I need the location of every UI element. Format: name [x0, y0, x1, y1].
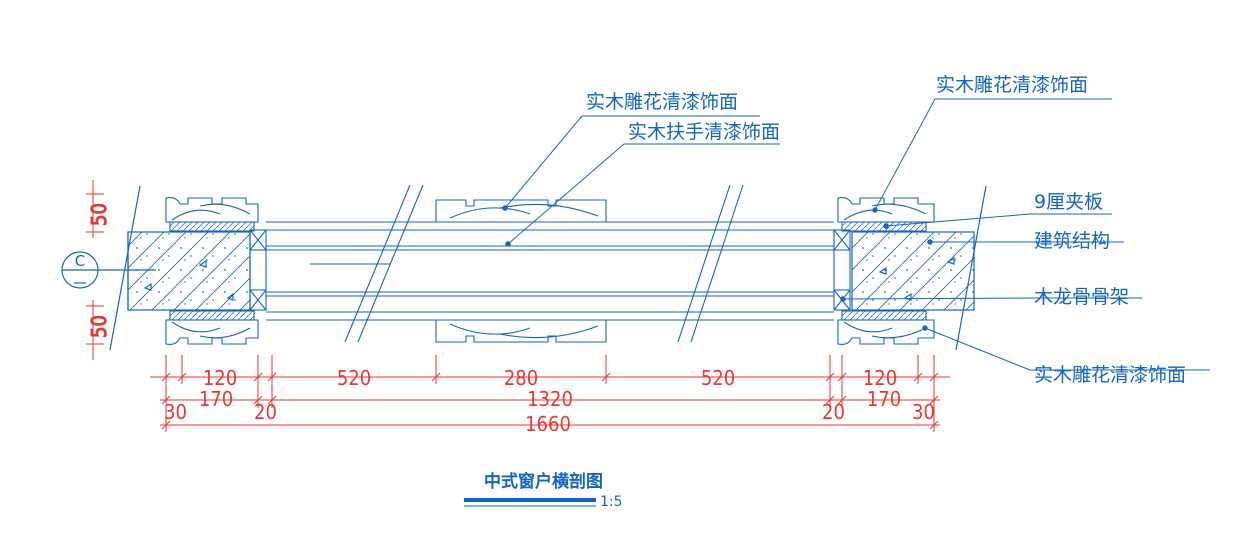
handrail-profile [266, 184, 834, 343]
wall-structure [109, 185, 987, 351]
dim-left-top: 50 [87, 203, 111, 226]
label-plywood: 9厘夹板 [1034, 191, 1103, 213]
horizontal-dimensions [150, 355, 950, 432]
drawing-title: 中式窗户横剖图 1:5 [464, 471, 623, 510]
label-carved-top-right: 实木雕花清漆饰面 [936, 74, 1088, 96]
right-concrete-block [851, 231, 975, 311]
dim-row1-b: 520 [337, 366, 371, 390]
dim-total: 1660 [525, 412, 571, 436]
left-concrete-block [127, 231, 251, 311]
section-marker-letter: C [75, 252, 85, 270]
dim-row1-d: 520 [701, 366, 735, 390]
leader-lines [502, 98, 1210, 371]
label-handrail: 实木扶手清漆饰面 [628, 121, 780, 143]
scale-text: 1:5 [600, 494, 623, 510]
label-wood-frame: 木龙骨骨架 [1034, 286, 1129, 308]
left-jamb [165, 197, 267, 345]
dim-small-right-30: 30 [912, 400, 935, 424]
dim-small-left-20: 20 [254, 400, 277, 424]
dim-row1-a: 120 [203, 366, 237, 390]
section-marker: C [61, 251, 156, 289]
dim-row2-a: 170 [199, 387, 233, 411]
label-carved-top-center: 实木雕花清漆饰面 [586, 91, 738, 113]
annotation-labels: 实木雕花清漆饰面 实木扶手清漆饰面 实木雕花清漆饰面 9厘夹板 建筑结构 木龙骨… [586, 74, 1186, 386]
dimension-texts: 120 520 280 520 120 170 1320 170 30 20 2… [164, 366, 935, 436]
dim-row1-c: 280 [504, 366, 538, 390]
title-underline [464, 498, 596, 502]
dim-small-right-20: 20 [822, 400, 845, 424]
label-structure: 建筑结构 [1034, 230, 1110, 252]
left-vertical-dimensions: 50 50 [86, 180, 112, 360]
dim-left-bottom: 50 [87, 315, 111, 338]
dim-row2-b: 1320 [527, 387, 573, 411]
label-carved-bottom-right: 实木雕花清漆饰面 [1034, 364, 1186, 386]
dim-small-left-30: 30 [164, 400, 187, 424]
dim-row1-e: 120 [863, 366, 897, 390]
dim-row2-c: 170 [867, 387, 901, 411]
title-text: 中式窗户横剖图 [484, 471, 603, 492]
